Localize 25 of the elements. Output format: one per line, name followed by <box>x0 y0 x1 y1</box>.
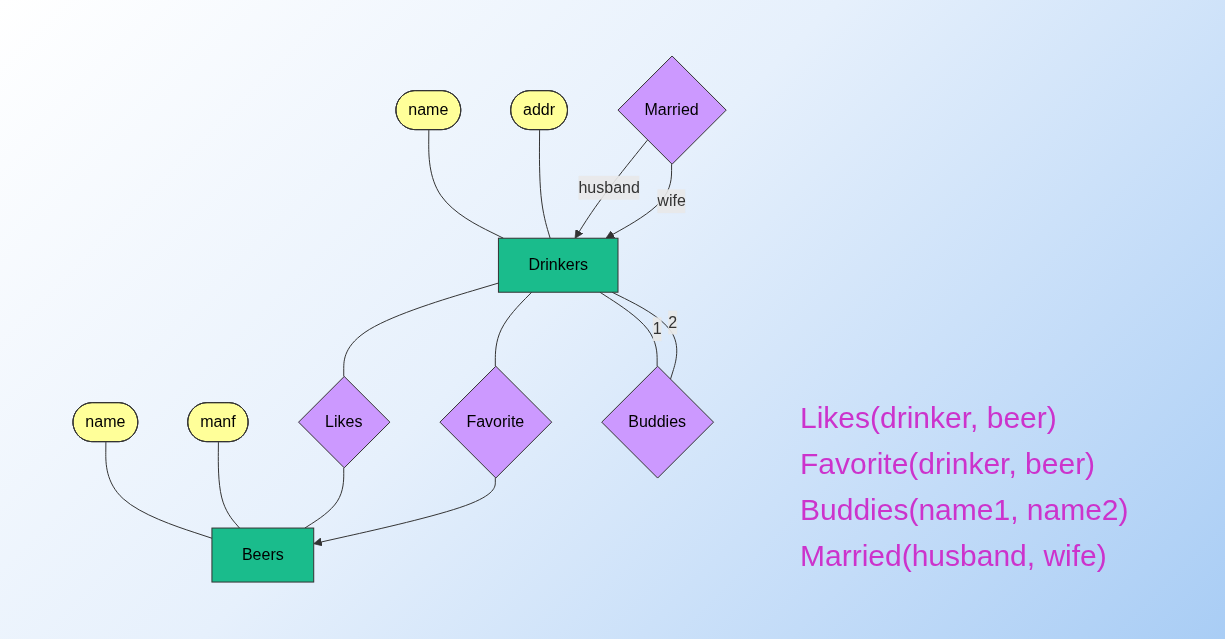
node-box: Drinkers <box>498 238 619 294</box>
connector <box>105 442 213 540</box>
relation-schema-text: Likes(drinker, beer) <box>800 401 1058 435</box>
connector <box>218 442 241 529</box>
arrow <box>575 140 649 240</box>
connector <box>428 130 505 240</box>
node-box: Beers <box>211 528 315 583</box>
relation-schema-text: Favorite(drinker, beer) <box>800 447 1097 481</box>
edge-label: 2 <box>668 313 678 331</box>
edge-label: husband <box>578 179 641 197</box>
relation-schema-text: Married(husband, wife) <box>800 539 1108 573</box>
relation-schema-text: Buddies(name1, name2) <box>800 493 1130 527</box>
connector <box>539 130 552 240</box>
node-diamond: Married <box>617 55 728 166</box>
node-diamond: Likes <box>298 376 391 469</box>
arrow <box>313 478 497 547</box>
node-diamond: Buddies <box>601 366 715 479</box>
connector <box>304 467 345 529</box>
connector <box>612 292 678 381</box>
connector <box>495 292 533 368</box>
node-diamond: Favorite <box>439 366 553 479</box>
connector <box>599 292 658 368</box>
edge-label: 1 <box>653 320 662 338</box>
connector <box>343 283 500 378</box>
edge-label: wife <box>657 192 687 210</box>
